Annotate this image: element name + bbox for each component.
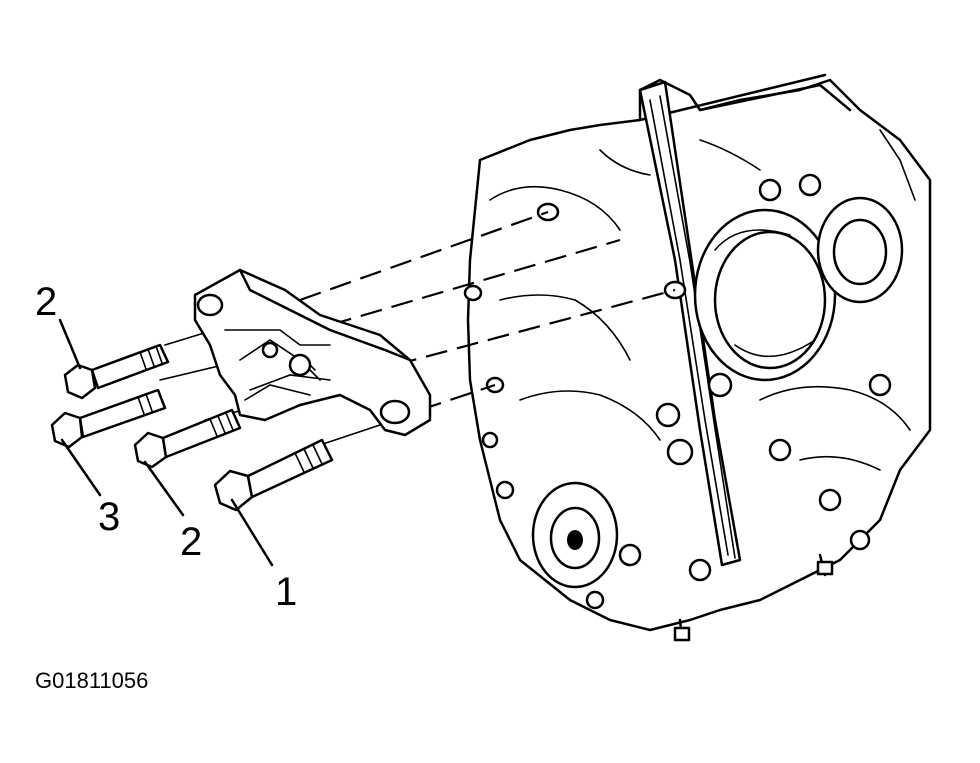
mounting-bracket: [193, 268, 432, 437]
figure-reference: G01811056: [35, 668, 148, 693]
bolt-lower-left: [50, 388, 167, 449]
leader-lines: [58, 318, 274, 567]
engine-front-cover: [463, 73, 932, 642]
callout-2-lower: 2: [180, 520, 202, 564]
callout-1: 1: [275, 570, 297, 614]
callout-3: 3: [98, 495, 120, 539]
bolt-long: [213, 438, 334, 512]
bolt-upper: [63, 343, 170, 400]
callout-2-upper: 2: [35, 280, 57, 324]
bolt-middle: [133, 408, 242, 469]
